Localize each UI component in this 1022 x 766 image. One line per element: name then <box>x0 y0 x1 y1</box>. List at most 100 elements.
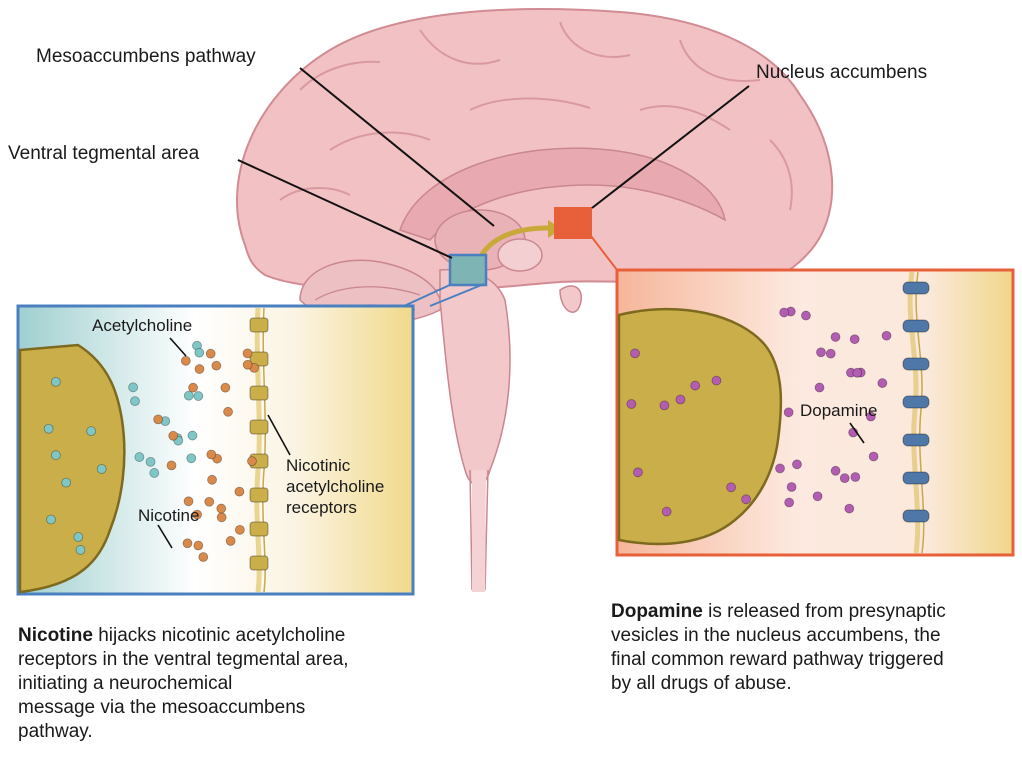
vesicle-molecule <box>87 427 96 436</box>
dopamine-molecule <box>776 464 785 473</box>
nicotine-molecule <box>206 349 215 358</box>
dopamine-molecule <box>878 379 887 388</box>
dopamine-molecule <box>853 368 862 377</box>
caption-nicotine-line-4: message via the mesoaccumbens <box>18 697 305 718</box>
caption-nicotine-line-3: initiating a neurochemical <box>18 673 232 694</box>
dopamine-molecule <box>826 349 835 358</box>
dopamine-vesicle-molecule <box>727 483 736 492</box>
vesicle-molecule <box>62 478 71 487</box>
nicotinic-receptor <box>250 420 268 434</box>
dopamine-vesicle-molecule <box>742 495 751 504</box>
dopamine-receptor <box>903 510 929 522</box>
label-nicotine: Nicotine <box>138 506 199 526</box>
dopamine-molecule <box>869 452 878 461</box>
vta-synapse-inset <box>18 306 413 594</box>
nicotine-molecule <box>184 497 193 506</box>
dopamine-vesicle-molecule <box>712 376 721 385</box>
nicotine-molecule <box>205 497 214 506</box>
nicotine-molecule <box>217 513 226 522</box>
caption-nicotine-line-5: pathway. <box>18 721 93 742</box>
nicotine-molecule <box>199 553 208 562</box>
acetylcholine-molecule <box>129 383 138 392</box>
dopamine-molecule <box>850 335 859 344</box>
acetylcholine-molecule <box>187 454 196 463</box>
caption-dopamine-line-4: by all drugs of abuse. <box>611 673 792 694</box>
nicotine-molecule <box>212 361 221 370</box>
dopamine-receptor <box>903 472 929 484</box>
nicotine-molecule <box>194 541 203 550</box>
acetylcholine-molecule <box>184 391 193 400</box>
label-nucleus-accumbens: Nucleus accumbens <box>756 62 927 84</box>
nicotine-molecule <box>169 431 178 440</box>
label-receptors-2: acetylcholine <box>286 477 384 497</box>
acetylcholine-molecule <box>146 457 155 466</box>
caption-dopamine: Dopamine is released from presynaptic ve… <box>611 600 1022 696</box>
caption-nicotine-line-1: hijacks nicotinic acetylcholine <box>93 625 345 646</box>
vesicle-molecule <box>97 464 106 473</box>
dopamine-molecule <box>831 466 840 475</box>
acetylcholine-molecule <box>135 453 144 462</box>
dopamine-vesicle-molecule <box>633 468 642 477</box>
dopamine-molecule <box>787 482 796 491</box>
dopamine-molecule <box>815 383 824 392</box>
dopamine-receptor <box>903 320 929 332</box>
nicotine-molecule <box>207 450 216 459</box>
caption-dopamine-line-3: final common reward pathway triggered <box>611 649 944 670</box>
dopamine-vesicle-molecule <box>660 401 669 410</box>
vesicle-molecule <box>51 377 60 386</box>
label-receptors-1: Nicotinic <box>286 456 350 476</box>
nicotine-molecule <box>235 525 244 534</box>
label-dopamine: Dopamine <box>800 401 878 421</box>
label-receptors-3: receptors <box>286 498 357 518</box>
acetylcholine-molecule <box>188 431 197 440</box>
dopamine-receptor <box>903 434 929 446</box>
acetylcholine-molecule <box>130 397 139 406</box>
dopamine-molecule <box>851 472 860 481</box>
nicotine-molecule <box>181 356 190 365</box>
dopamine-vesicle-molecule <box>691 381 700 390</box>
dopamine-molecule <box>780 308 789 317</box>
nucleus-accumbens-marker <box>555 208 591 238</box>
nicotinic-receptor <box>250 556 268 570</box>
nicotine-molecule <box>154 415 163 424</box>
dopamine-molecule <box>801 311 810 320</box>
dopamine-molecule <box>792 460 801 469</box>
vesicle-molecule <box>44 424 53 433</box>
nicotine-molecule <box>195 365 204 374</box>
nicotine-molecule <box>235 487 244 496</box>
vesicle-molecule <box>46 515 55 524</box>
dopamine-receptor <box>903 358 929 370</box>
dopamine-molecule <box>831 332 840 341</box>
nicotine-molecule <box>217 504 226 513</box>
nicotine-molecule <box>224 407 233 416</box>
nicotinic-receptor <box>250 522 268 536</box>
nicotine-molecule <box>208 475 217 484</box>
dopamine-molecule <box>785 498 794 507</box>
dopamine-molecule <box>882 331 891 340</box>
nicotine-molecule <box>243 360 252 369</box>
nicotinic-receptor <box>250 386 268 400</box>
dopamine-vesicle-molecule <box>627 400 636 409</box>
label-mesoaccumbens-pathway: Mesoaccumbens pathway <box>36 46 256 68</box>
label-ventral-tegmental-area: Ventral tegmental area <box>8 143 199 165</box>
label-acetylcholine: Acetylcholine <box>92 316 192 336</box>
caption-nicotine-line-2: receptors in the ventral tegmental area, <box>18 649 349 670</box>
dopamine-receptor <box>903 282 929 294</box>
dopamine-receptor <box>903 396 929 408</box>
acetylcholine-molecule <box>194 392 203 401</box>
caption-dopamine-bold: Dopamine <box>611 601 703 622</box>
vesicle-molecule <box>74 533 83 542</box>
nicotine-molecule <box>221 383 230 392</box>
nicotine-molecule <box>243 349 252 358</box>
dopamine-vesicle-molecule <box>631 349 640 358</box>
dopamine-vesicle-molecule <box>662 507 671 516</box>
dopamine-molecule <box>817 348 826 357</box>
nicotinic-receptor <box>250 318 268 332</box>
dopamine-molecule <box>784 408 793 417</box>
dopamine-vesicle-molecule <box>676 395 685 404</box>
nicotine-molecule <box>167 461 176 470</box>
vesicle-molecule <box>76 545 85 554</box>
acetylcholine-molecule <box>150 468 159 477</box>
acetylcholine-molecule <box>195 348 204 357</box>
dopamine-molecule <box>845 504 854 513</box>
